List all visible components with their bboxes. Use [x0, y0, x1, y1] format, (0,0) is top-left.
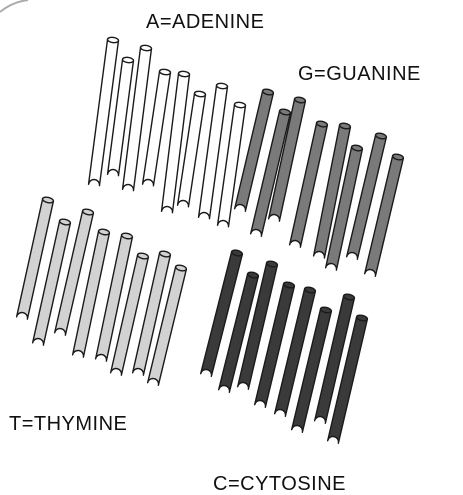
adenine-rod-group: [89, 37, 246, 227]
thymine-rod-group: [17, 196, 187, 385]
cytosine-rod-group: [201, 249, 368, 443]
cytosine-label: C=CYTOSINE: [213, 473, 346, 495]
thymine-label: T=THYMINE: [9, 413, 127, 435]
corner-arc: [0, 0, 28, 12]
adenine-label: A=ADENINE: [146, 11, 264, 33]
guanine-rod-group: [235, 88, 404, 276]
guanine-label: G=GUANINE: [298, 63, 421, 85]
